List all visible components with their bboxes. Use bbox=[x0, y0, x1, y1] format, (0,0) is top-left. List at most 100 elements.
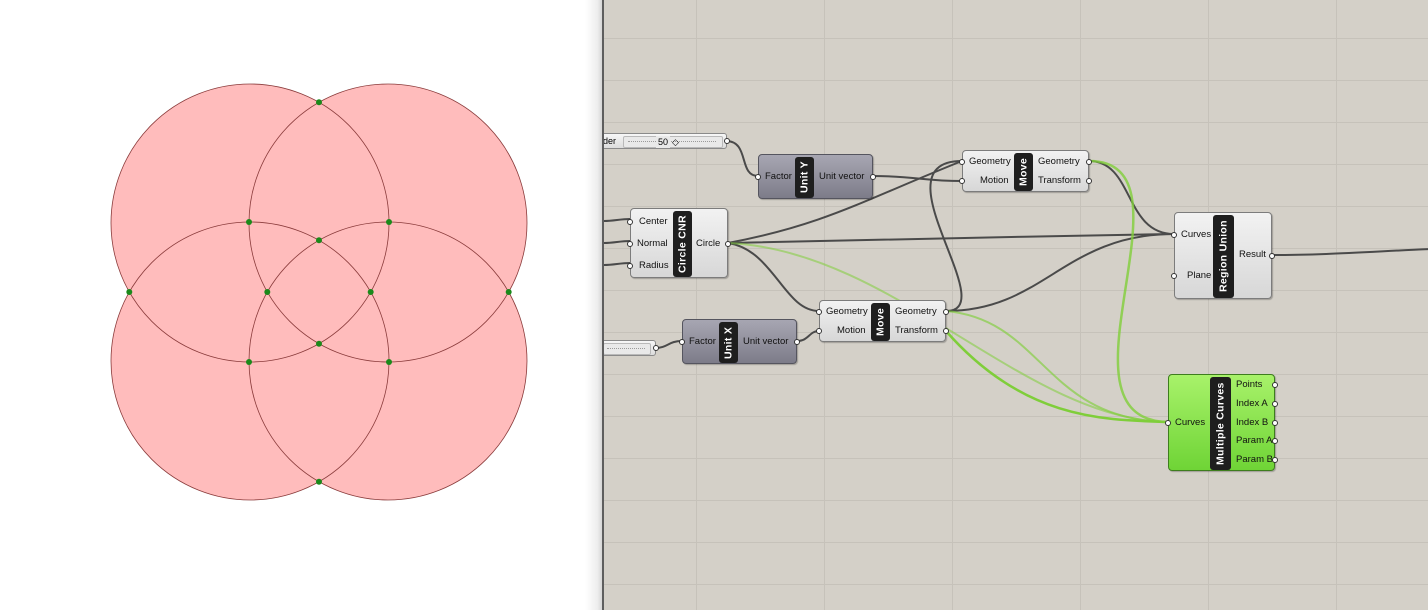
slider-label: der bbox=[603, 136, 617, 146]
number-slider-bottom[interactable] bbox=[604, 340, 659, 356]
move-top-motion-in-port[interactable] bbox=[959, 178, 965, 184]
grasshopper-canvas[interactable]: der 50 ◇ Factor Unit Y Unit vector Facto… bbox=[602, 0, 1428, 610]
slider-track[interactable]: 50 ◇ bbox=[623, 136, 723, 148]
intersection-point-5[interactable] bbox=[386, 219, 392, 225]
circle-radius-port[interactable] bbox=[627, 263, 633, 269]
region-union-curves-port[interactable] bbox=[1171, 232, 1177, 238]
move-bottom-transform-out-port[interactable] bbox=[943, 328, 949, 334]
circle-center-port[interactable] bbox=[627, 219, 633, 225]
intersection-point-7[interactable] bbox=[386, 359, 392, 365]
circle-output-circle: Circle bbox=[696, 238, 721, 249]
slider-grip-icon[interactable]: ◇ bbox=[672, 137, 679, 147]
wire-move-top-to-region-union[interactable] bbox=[1088, 160, 1175, 235]
wire-slider-to-unit-x[interactable] bbox=[654, 340, 683, 349]
intersection-point-12[interactable] bbox=[316, 478, 322, 485]
unit-y-nickname: Unit Y bbox=[795, 157, 814, 198]
wire-move-bottom-to-move-top[interactable] bbox=[929, 160, 963, 312]
multiple-curves-output-param-a: Param A bbox=[1236, 435, 1273, 446]
wire-move-top-to-multiple-curves[interactable] bbox=[1088, 159, 1169, 424]
circle-normal-port[interactable] bbox=[627, 241, 633, 247]
wire-move-bottom-to-region-union[interactable] bbox=[945, 233, 1175, 312]
circle-input-center: Center bbox=[639, 216, 668, 227]
circle-cnr-nickname: Circle CNR bbox=[673, 211, 692, 277]
intersection-point-6[interactable] bbox=[246, 359, 252, 365]
move-top-output-geometry: Geometry bbox=[1038, 156, 1080, 167]
unit-x-vector-port[interactable] bbox=[794, 339, 800, 345]
move-bottom-geometry-in-port[interactable] bbox=[816, 309, 822, 315]
move-bottom-input-geometry: Geometry bbox=[826, 306, 868, 317]
circle-input-radius: Radius bbox=[639, 260, 669, 271]
move-top-component[interactable]: Geometry Motion Move Geometry Transform bbox=[959, 150, 1092, 192]
intersection-point-3[interactable] bbox=[367, 289, 374, 295]
intersection-point-2[interactable] bbox=[316, 340, 322, 347]
region-union-input-curves: Curves bbox=[1181, 229, 1212, 240]
multiple-curves-curves-port[interactable] bbox=[1165, 420, 1171, 426]
region-union-nickname: Region Union bbox=[1213, 215, 1234, 298]
wire-circle-to-region-union[interactable] bbox=[727, 233, 1175, 244]
circle-output-port[interactable] bbox=[725, 241, 731, 247]
move-bottom-input-motion: Motion bbox=[837, 325, 866, 336]
move-bottom-component[interactable]: Geometry Motion Move Geometry Transform bbox=[816, 300, 949, 342]
region-union-plane-port[interactable] bbox=[1171, 273, 1177, 279]
unit-y-input-factor: Factor bbox=[765, 171, 792, 182]
multiple-curves-component[interactable]: Curves Multiple Curves Points Index A In… bbox=[1165, 374, 1278, 471]
intersection-point-10[interactable] bbox=[264, 289, 271, 295]
viewport-geometry bbox=[110, 83, 528, 501]
circle-cnr-component[interactable]: Center Normal Radius Circle CNR Circle bbox=[627, 208, 731, 278]
intersection-point-9[interactable] bbox=[505, 289, 512, 295]
unit-x-component[interactable]: Factor Unit X Unit vector bbox=[679, 319, 800, 364]
move-bottom-nickname: Move bbox=[871, 303, 890, 341]
wire-result-out[interactable] bbox=[1271, 248, 1428, 256]
wire-circle-to-move-top[interactable] bbox=[727, 160, 963, 244]
move-top-output-transform: Transform bbox=[1038, 175, 1081, 186]
slider-value: 50 bbox=[656, 136, 671, 148]
move-bottom-output-geometry: Geometry bbox=[895, 306, 937, 317]
multiple-curves-index-b-port[interactable] bbox=[1272, 420, 1278, 426]
unit-x-nickname: Unit X bbox=[719, 322, 738, 363]
move-top-nickname: Move bbox=[1014, 153, 1033, 191]
unit-x-input-factor: Factor bbox=[689, 336, 716, 347]
slider-output-port[interactable] bbox=[653, 345, 659, 351]
move-top-geometry-in-port[interactable] bbox=[959, 159, 965, 165]
intersection-point-4[interactable] bbox=[126, 289, 133, 295]
intersection-point-1[interactable] bbox=[316, 99, 322, 106]
move-top-input-motion: Motion bbox=[980, 175, 1009, 186]
circle-input-normal: Normal bbox=[637, 238, 668, 249]
panel-divider bbox=[585, 0, 603, 610]
wire-layer bbox=[604, 140, 1428, 424]
intersection-point-8[interactable] bbox=[246, 219, 252, 225]
unit-y-component[interactable]: Factor Unit Y Unit vector bbox=[755, 154, 876, 199]
multiple-curves-output-points: Points bbox=[1236, 379, 1263, 390]
move-bottom-motion-in-port[interactable] bbox=[816, 328, 822, 334]
multiple-curves-points-port[interactable] bbox=[1272, 382, 1278, 388]
wire-move-bottom-to-multiple-curves[interactable] bbox=[945, 310, 1169, 423]
move-top-input-geometry: Geometry bbox=[969, 156, 1011, 167]
wire-move-transform-to-multiple-curves[interactable] bbox=[945, 330, 1169, 424]
unit-x-factor-port[interactable] bbox=[679, 339, 685, 345]
move-top-transform-out-port[interactable] bbox=[1086, 178, 1092, 184]
multiple-curves-param-a-port[interactable] bbox=[1272, 438, 1278, 444]
slider-output-port[interactable] bbox=[724, 138, 730, 144]
unit-y-vector-port[interactable] bbox=[870, 174, 876, 180]
unit-y-factor-port[interactable] bbox=[755, 174, 761, 180]
multiple-curves-param-b-port[interactable] bbox=[1272, 457, 1278, 463]
wire-circle-to-move-bottom[interactable] bbox=[727, 242, 820, 312]
region-union-result-port[interactable] bbox=[1269, 253, 1275, 259]
move-bottom-geometry-out-port[interactable] bbox=[943, 309, 949, 315]
slider-track[interactable] bbox=[604, 343, 651, 355]
multiple-curves-output-index-b: Index B bbox=[1236, 417, 1269, 428]
region-union-input-plane: Plane bbox=[1187, 270, 1212, 281]
number-slider-top[interactable]: der 50 ◇ bbox=[603, 133, 730, 149]
multiple-curves-index-a-port[interactable] bbox=[1272, 401, 1278, 407]
unit-x-output-vector: Unit vector bbox=[743, 336, 789, 347]
wire-slider-to-unit-y[interactable] bbox=[725, 140, 759, 177]
multiple-curves-output-param-b: Param B bbox=[1236, 454, 1273, 465]
move-top-geometry-out-port[interactable] bbox=[1086, 159, 1092, 165]
region-union-output-result: Result bbox=[1239, 249, 1266, 260]
unit-y-output-vector: Unit vector bbox=[819, 171, 865, 182]
region-union-component[interactable]: Curves Plane Region Union Result bbox=[1171, 212, 1275, 299]
multiple-curves-input-curves: Curves bbox=[1175, 417, 1206, 428]
move-bottom-output-transform: Transform bbox=[895, 325, 938, 336]
rhino-viewport[interactable] bbox=[0, 0, 590, 610]
intersection-point-11[interactable] bbox=[316, 237, 322, 244]
